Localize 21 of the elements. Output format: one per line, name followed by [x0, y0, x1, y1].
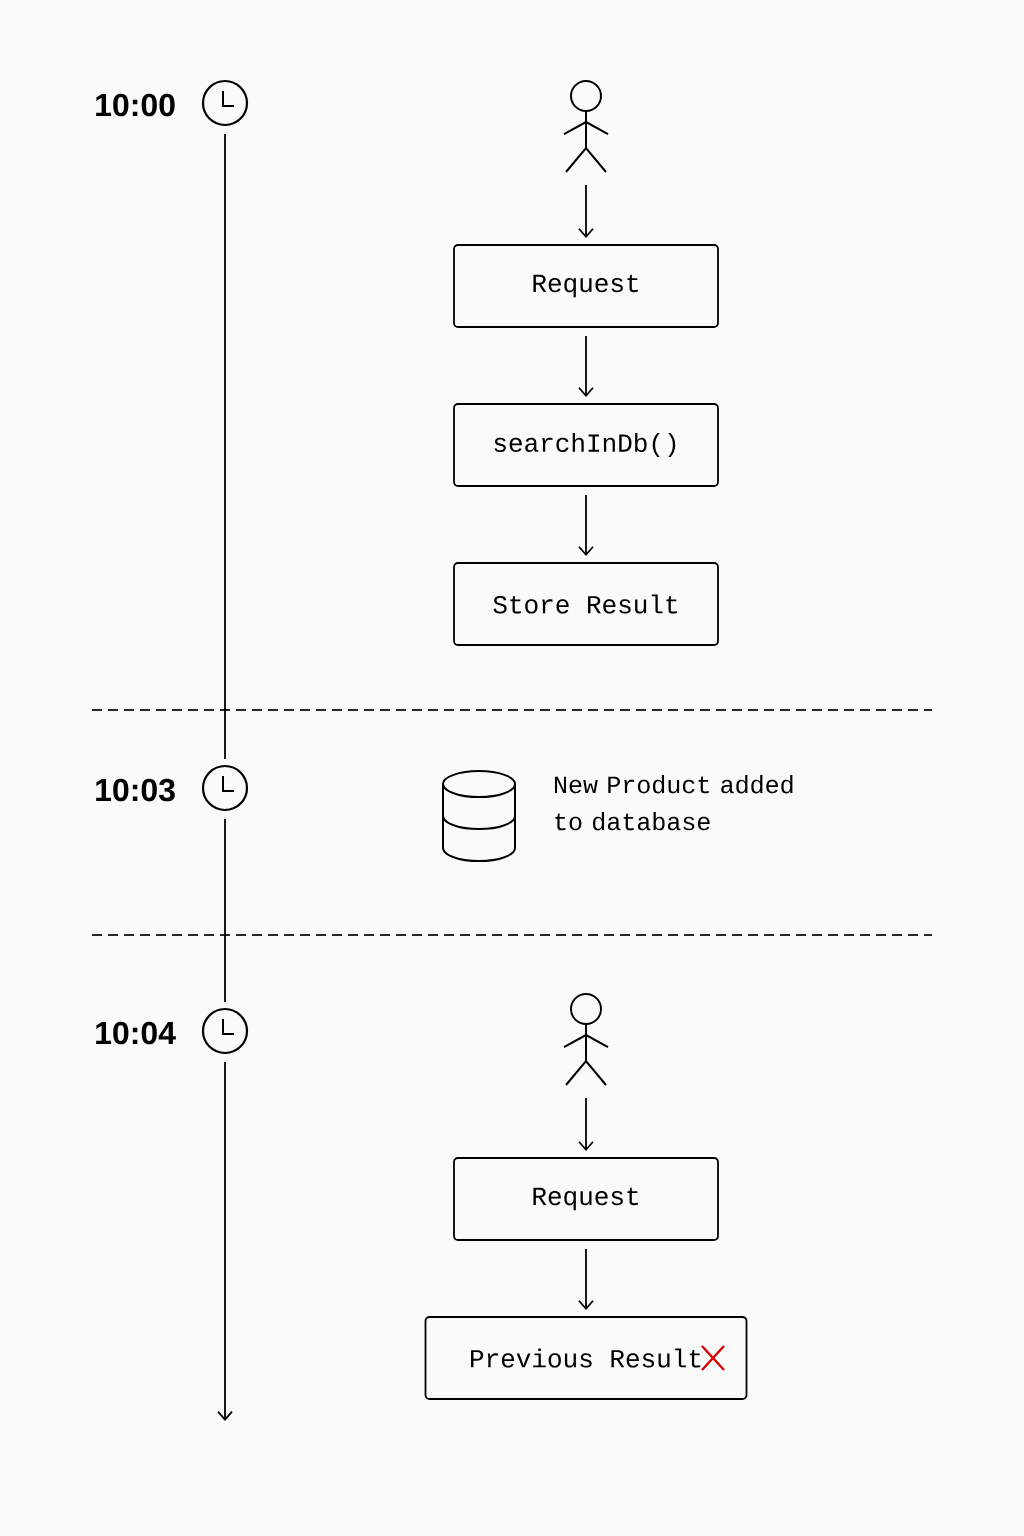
process-box: Request: [453, 1157, 719, 1241]
arrow: [578, 335, 594, 398]
time-label: 10:00: [96, 93, 175, 117]
clock-icon: [201, 1007, 249, 1055]
process-box: Previous Result: [424, 1316, 748, 1400]
arrow: [578, 494, 594, 557]
database-icon: [442, 770, 516, 862]
process-box: searchInDb(): [453, 403, 719, 487]
time-label: 10:04: [96, 1021, 176, 1045]
arrow: [578, 1248, 594, 1311]
person-icon: [563, 80, 609, 173]
time-label: 10:03: [96, 778, 175, 802]
clock-icon: [201, 79, 249, 127]
note-text: New Product added to database: [555, 775, 793, 831]
arrow: [578, 1097, 594, 1152]
process-box: Request: [453, 244, 719, 328]
process-box: Store Result: [453, 562, 719, 646]
arrow: [217, 1061, 233, 1421]
person-icon: [563, 993, 609, 1086]
arrow: [578, 184, 594, 239]
clock-icon: [201, 764, 249, 812]
